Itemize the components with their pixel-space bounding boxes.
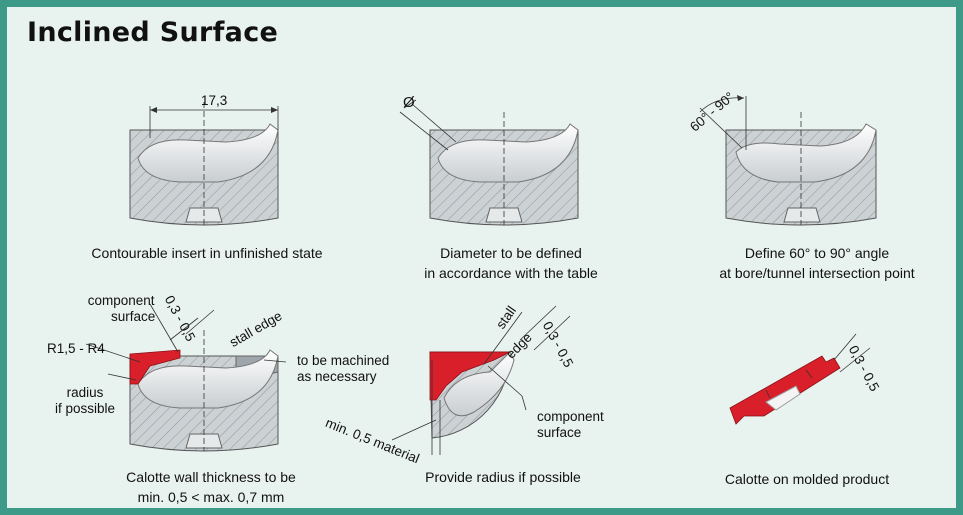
fig1-insert-drawing	[129, 102, 279, 226]
fig6-caption-line1: Calotte on molded product	[724, 471, 890, 487]
fig4-caption-line2: min. 0,5 < max. 0,7 mm	[137, 489, 285, 505]
fig4-component-line1: component	[87, 293, 155, 308]
fig2-caption: Diameter to be defined in accordance wit…	[401, 243, 621, 283]
fig3-caption: Define 60° to 90° angle at bore/tunnel i…	[697, 243, 937, 283]
fig4-radius-line1: radius	[66, 385, 104, 400]
fig4-caption: Calotte wall thickness to be min. 0,5 < …	[91, 467, 331, 507]
fig4-radius-line2: if possible	[55, 401, 116, 416]
fig2-caption-line1: Diameter to be defined	[440, 245, 582, 261]
fig5-component-line1: component	[537, 409, 604, 424]
fig6-caption: Calotte on molded product	[697, 469, 917, 489]
fig4-machined-line1: to be machined	[297, 353, 390, 368]
fig3-caption-line1: Define 60° to 90° angle	[744, 245, 890, 261]
fig2-caption-line2: in accordance with the table	[424, 265, 598, 281]
diagram-panel: Inclined Surface 17,3 Contourable insert…	[7, 7, 956, 508]
fig2-insert-drawing	[399, 99, 579, 226]
fig5-detail-drawing	[391, 305, 571, 455]
fig4-caption-line1: Calotte wall thickness to be	[126, 469, 296, 485]
fig5-surface-line2: surface	[537, 425, 582, 440]
fig4-radius-range-label: R1,5 - R4	[47, 341, 105, 356]
fig1-dimension-label: 17,3	[201, 93, 228, 108]
fig5-component-surface-label: component surface	[537, 409, 604, 441]
fig4-surface-line2: surface	[111, 309, 156, 324]
fig6-calotte-drawing	[729, 333, 871, 425]
fig4-insert-drawing	[85, 303, 287, 452]
diagram-drawing	[85, 95, 877, 455]
fig3-caption-line2: at bore/tunnel intersection point	[719, 265, 915, 281]
fig5-caption-line1: Provide radius if possible	[425, 469, 581, 485]
fig4-machined-line2: as necessary	[297, 369, 377, 384]
fig3-insert-drawing	[699, 95, 877, 226]
fig1-caption: Contourable insert in unfinished state	[77, 243, 337, 263]
fig5-caption: Provide radius if possible	[393, 467, 613, 487]
fig4-component-surface-label: component surface	[87, 293, 156, 325]
fig4-machined-label: to be machined as necessary	[297, 353, 389, 385]
fig2-diameter-symbol: Ø	[403, 94, 415, 111]
page-title: Inclined Surface	[27, 17, 279, 48]
fig4-radius-label: radius if possible	[55, 385, 115, 417]
fig1-caption-line1: Contourable insert in unfinished state	[91, 245, 323, 261]
